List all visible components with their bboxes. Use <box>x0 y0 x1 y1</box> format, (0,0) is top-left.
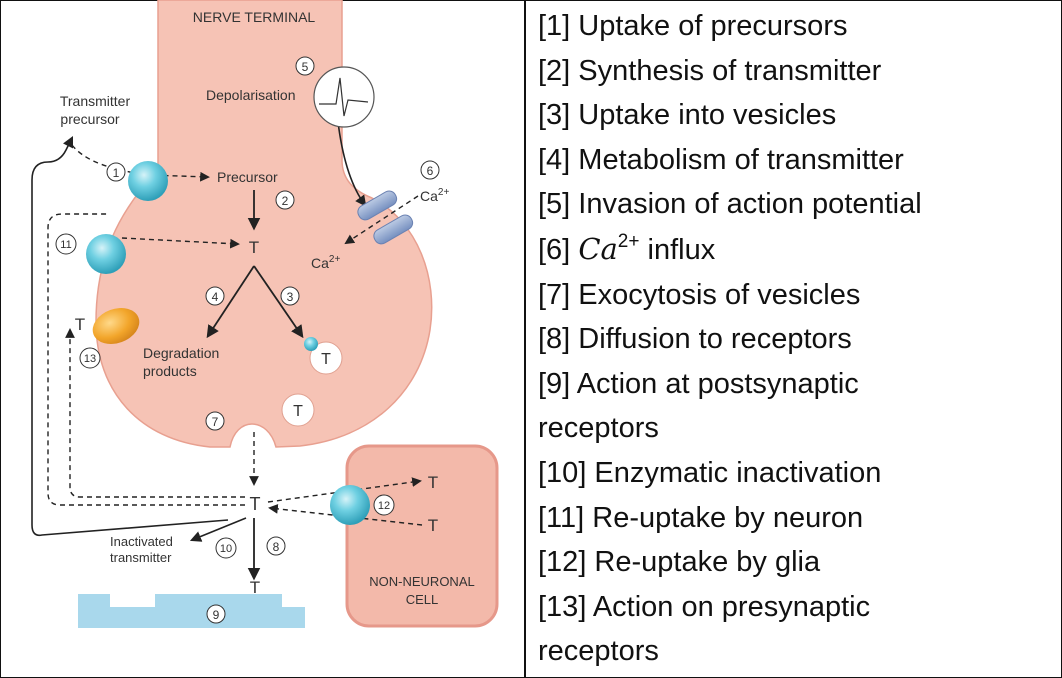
svg-text:2: 2 <box>282 194 289 208</box>
postsynaptic-membrane <box>78 594 305 628</box>
step-badge-3: 3 <box>280 286 300 306</box>
legend-item-11: [11] Re-uptake by neuron <box>538 501 864 534</box>
svg-text:8: 8 <box>273 540 280 554</box>
legend-item-5: [5] Invasion of action potential <box>538 188 922 221</box>
action-potential-trace <box>319 77 369 117</box>
inactivation-arrow <box>189 517 247 542</box>
step-badge-8: 8 <box>266 536 286 556</box>
depolarisation-label: Depolarisation <box>206 87 296 103</box>
legend-list: [1] Uptake of precursors [2] Synthesis o… <box>538 4 1058 674</box>
svg-text:4: 4 <box>212 290 219 304</box>
step-badge-7: 7 <box>205 411 225 431</box>
vesicle-carrier <box>304 337 318 351</box>
glia-t-upper: T <box>428 473 438 492</box>
inactivated-label-2: transmitter <box>110 550 172 565</box>
degradation-label-1: Degradation <box>143 345 219 361</box>
step-badge-1: 1 <box>106 162 126 182</box>
presynaptic-dashed-line <box>65 328 245 498</box>
legend-item-10: [10] Enzymatic inactivation <box>538 456 882 489</box>
glia-t-lower: T <box>428 516 438 535</box>
step-badge-4: 4 <box>205 286 225 306</box>
svg-text:9: 9 <box>213 608 220 622</box>
vesicle-uptake-arrow <box>253 265 304 339</box>
non-neuronal-label-2: CELL <box>406 592 439 607</box>
reuptake-to-t-line <box>121 237 240 249</box>
legend-item-8: [8] Diffusion to receptors <box>538 323 852 356</box>
presynaptic-receptor <box>92 308 140 344</box>
nerve-terminal-title: NERVE TERMINAL <box>193 9 316 25</box>
vesicle-loading-t: T <box>321 351 331 368</box>
precursor-label: Precursor <box>217 169 278 185</box>
step-badge-10: 10 <box>215 537 237 559</box>
legend-item-3: [3] Uptake into vesicles <box>538 99 837 132</box>
svg-text:3: 3 <box>287 290 294 304</box>
step-badge-2: 2 <box>275 190 295 210</box>
calcium-channel-upper <box>357 190 398 221</box>
transmitter-precursor-label-1: Transmitter <box>60 93 131 109</box>
svg-text:12: 12 <box>378 500 390 512</box>
synapse-diagram: 1 2 3 4 5 6 7 8 9 10 11 12 13 NERVE TERM… <box>0 0 524 678</box>
neuronal-reuptake-carrier <box>86 234 126 274</box>
glial-reuptake-carrier <box>330 485 370 525</box>
presynaptic-t: T <box>75 315 85 334</box>
step-badge-11: 11 <box>55 233 77 255</box>
legend-item-6: [6] Ca2+ influx <box>538 230 716 266</box>
metabolism-arrow <box>206 265 255 339</box>
legend-item-9: [9] Action at postsynaptic <box>538 367 859 400</box>
svg-text:11: 11 <box>60 239 71 251</box>
step-badge-5: 5 <box>295 56 315 76</box>
vesicle-loading <box>309 341 343 375</box>
oscilloscope-icon <box>313 66 375 128</box>
calcium-inside-label: Ca2+ <box>311 254 340 271</box>
calcium-channel-lower <box>373 214 414 245</box>
vesicle-full <box>281 393 315 427</box>
receptor-t: T <box>250 578 260 597</box>
vesicle-full-t: T <box>293 403 303 420</box>
non-neuronal-cell <box>345 444 499 628</box>
svg-text:6: 6 <box>427 164 434 178</box>
calcium-outside-label: Ca2+ <box>420 187 449 204</box>
transmitter-precursor-label-2: precursor <box>60 111 119 127</box>
step-badge-13: 13 <box>79 347 101 369</box>
legend-item-7: [7] Exocytosis of vesicles <box>538 278 861 311</box>
transmitter-t-synthesis: T <box>249 238 259 257</box>
legend-item-1: [1] Uptake of precursors <box>538 10 848 42</box>
non-neuronal-label-1: NON-NEURONAL <box>369 574 474 589</box>
legend-item-9-continued: receptors <box>538 412 659 445</box>
precursor-return-line <box>31 135 229 537</box>
degradation-label-2: products <box>143 363 197 379</box>
svg-text:7: 7 <box>212 415 219 429</box>
legend-item-13-continued: receptors <box>538 635 659 668</box>
step-badge-12: 12 <box>373 494 395 516</box>
action-potential-arrow <box>337 121 367 207</box>
inactivated-label-1: Inactivated <box>110 534 173 549</box>
legend-item-4: [4] Metabolism of transmitter <box>538 143 904 176</box>
step-badge-6: 6 <box>420 160 440 180</box>
step-badge-9: 9 <box>206 604 226 624</box>
svg-text:10: 10 <box>220 543 232 555</box>
svg-text:13: 13 <box>84 353 96 365</box>
legend-item-12: [12] Re-uptake by glia <box>538 546 821 579</box>
column-divider <box>524 0 526 678</box>
nerve-terminal-shape <box>95 0 433 448</box>
svg-text:1: 1 <box>113 166 120 180</box>
svg-text:5: 5 <box>302 60 309 74</box>
precursor-carrier <box>128 161 168 201</box>
reuptake-neuron-dashed-line <box>47 213 245 506</box>
cleft-t: T <box>250 494 261 514</box>
legend-item-13: [13] Action on presynaptic <box>538 590 871 623</box>
legend-item-2: [2] Synthesis of transmitter <box>538 54 882 87</box>
